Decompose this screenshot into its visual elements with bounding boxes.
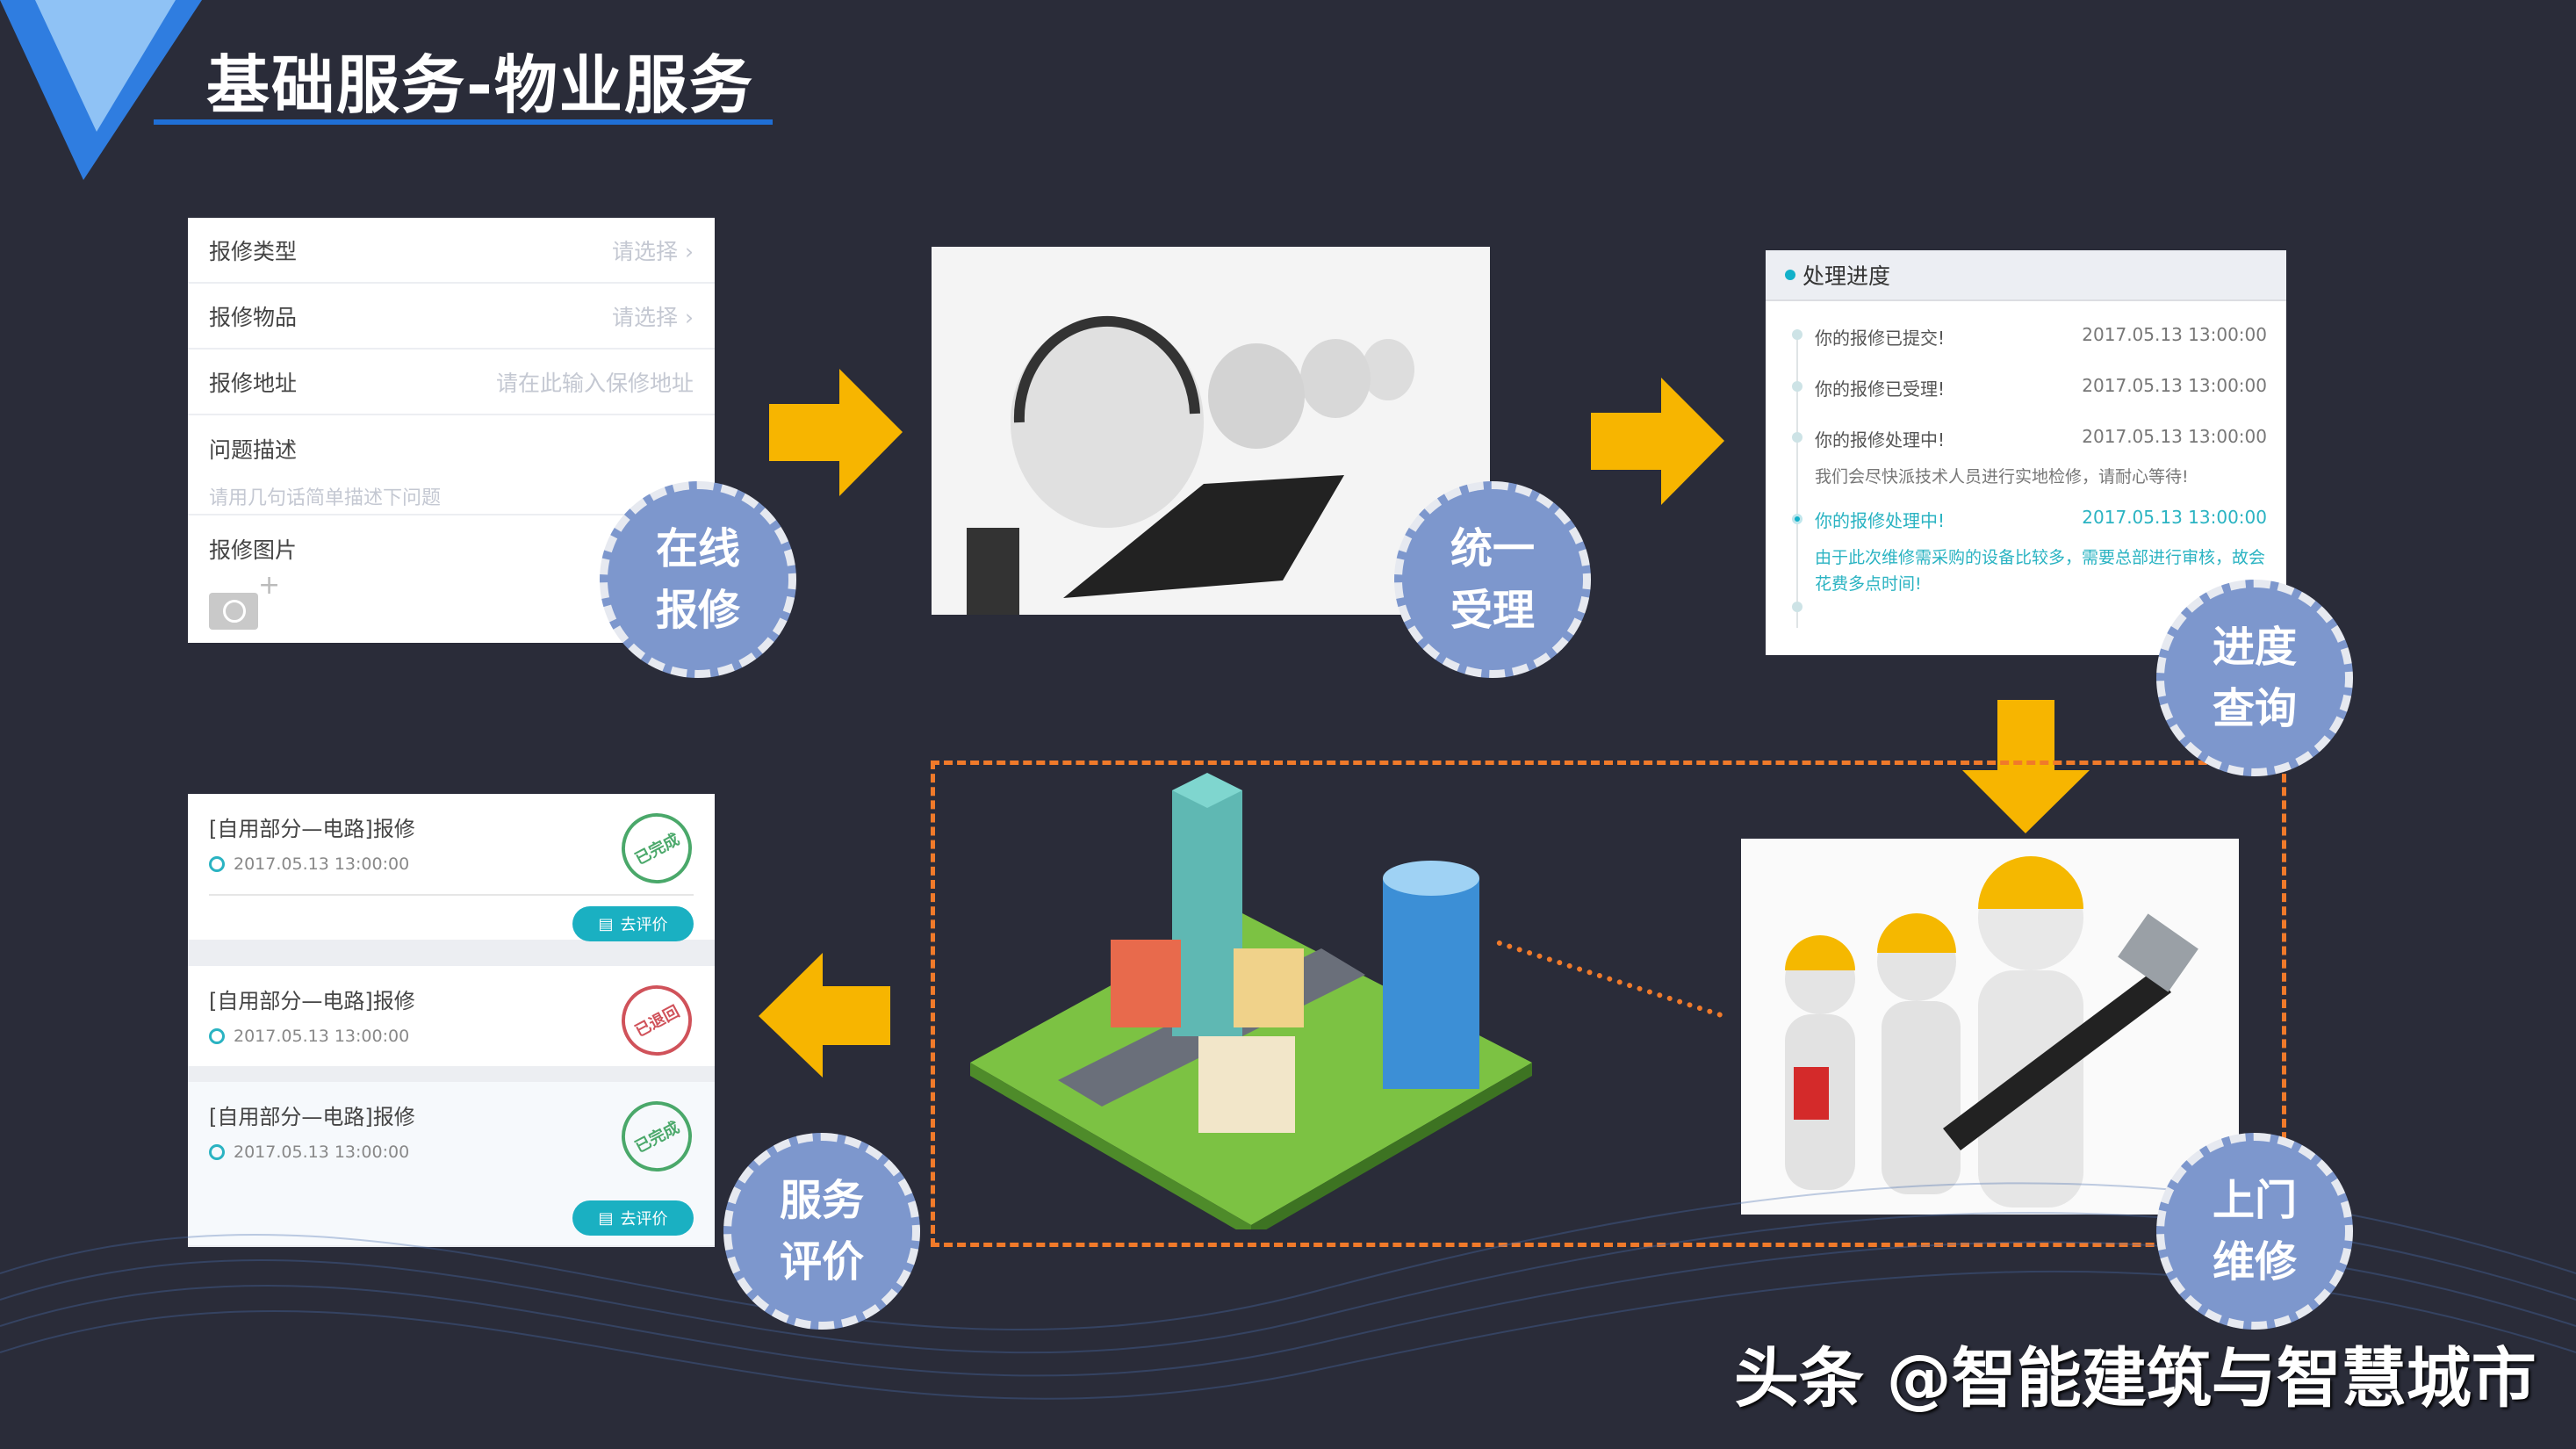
badge-line: 在线 — [655, 524, 740, 573]
item-text: 你的报修处理中! — [1815, 510, 1946, 531]
badge-line: 服务 — [779, 1176, 864, 1225]
divider — [209, 894, 694, 896]
progress-panel: 处理进度 你的报修已提交! 2017.05.13 13:00:00 你的报修已受理… — [1766, 250, 2286, 655]
timeline-node-active — [1792, 514, 1802, 524]
order-time: 2017.05.13 13:00:00 — [209, 1027, 694, 1046]
badge-line: 评价 — [779, 1237, 864, 1287]
review-button[interactable]: ▤ 去评价 — [572, 906, 694, 941]
order-time-text: 2017.05.13 13:00:00 — [234, 1027, 410, 1046]
desc-placeholder: 请用几句话简单描述下问题 — [209, 487, 442, 509]
badge-line: 查询 — [2212, 684, 2297, 733]
badge-service-review: 服务评价 — [723, 1133, 920, 1330]
order-title: [自用部分—电路]报修 — [209, 1105, 415, 1129]
row-label: 报修物品 — [209, 304, 298, 330]
row-value: 请选择 › — [612, 238, 694, 264]
badge-line: 受理 — [1450, 586, 1535, 635]
clock-icon — [209, 1028, 225, 1044]
watermark: 头条 @智能建筑与智慧城市 — [1734, 1341, 2536, 1417]
order-time-text: 2017.05.13 13:00:00 — [234, 854, 410, 874]
badge-line: 上门 — [2212, 1176, 2297, 1225]
order-title: [自用部分—电路]报修 — [209, 817, 415, 841]
orders-panel: [自用部分—电路]报修 2017.05.13 13:00:00 已完成 ▤去评价… — [188, 794, 715, 1247]
timeline-node — [1792, 602, 1802, 612]
row-label: 报修类型 — [209, 238, 298, 264]
title-underline — [154, 119, 773, 125]
timeline-line — [1796, 329, 1798, 628]
order-time-text: 2017.05.13 13:00:00 — [234, 1143, 410, 1162]
item-text: 你的报修已受理! — [1815, 378, 1946, 400]
logo-triangle-icon — [0, 0, 202, 180]
progress-item: 你的报修处理中! 2017.05.13 13:00:00 我们会尽快派技术人员进行实… — [1815, 426, 2267, 490]
workers-image — [1741, 839, 2239, 1215]
item-detail: 由于此次维修需采购的设备比较多，需要总部进行审核，故会花费多点时间! — [1815, 548, 2266, 594]
clock-icon — [209, 1144, 225, 1160]
timeline-node — [1792, 381, 1802, 392]
item-detail: 我们会尽快派技术人员进行实地检修，请耐心等待! — [1815, 467, 2189, 487]
clock-icon — [209, 856, 225, 872]
order-card[interactable]: [自用部分—电路]报修 2017.05.13 13:00:00 已完成 ▤去评价 — [188, 1082, 715, 1247]
row-value: 请选择 › — [612, 304, 694, 330]
item-text: 你的报修已提交! — [1815, 328, 1946, 349]
row-value-text: 请选择 — [612, 238, 679, 264]
form-row-address[interactable]: 报修地址 请在此输入保修地址 — [188, 350, 715, 415]
item-time: 2017.05.13 13:00:00 — [2082, 426, 2267, 447]
badge-line: 统一 — [1450, 524, 1535, 573]
row-value-text: 请选择 — [612, 304, 679, 330]
progress-item-active: 你的报修处理中! 2017.05.13 13:00:00 由于此次维修需采购的设备比… — [1815, 507, 2267, 597]
photo-field: 报修图片 + — [188, 515, 715, 651]
badge-online-repair: 在线报修 — [600, 481, 796, 678]
header-dot-icon — [1785, 270, 1795, 280]
order-time: 2017.05.13 13:00:00 — [209, 854, 694, 874]
camera-add-icon[interactable]: + — [209, 570, 280, 633]
photo-label: 报修图片 — [209, 537, 298, 563]
item-text: 你的报修处理中! — [1815, 429, 1946, 451]
form-row-type[interactable]: 报修类型 请选择 › — [188, 218, 715, 284]
page-title: 基础服务-物业服务 — [206, 48, 754, 122]
order-card[interactable]: [自用部分—电路]报修 2017.05.13 13:00:00 已退回 — [188, 966, 715, 1078]
review-button[interactable]: ▤ 去评价 — [572, 1200, 694, 1236]
order-time: 2017.05.13 13:00:00 — [209, 1143, 694, 1162]
city-illustration — [970, 773, 1532, 1229]
order-card[interactable]: [自用部分—电路]报修 2017.05.13 13:00:00 已完成 ▤去评价 — [188, 794, 715, 952]
badge-line: 进度 — [2212, 623, 2297, 672]
badge-progress-query: 进度查询 — [2156, 580, 2353, 776]
badge-unified-accept: 统一受理 — [1394, 481, 1591, 678]
desc-field[interactable]: 问题描述 请用几句话简单描述下问题 — [188, 415, 715, 515]
timeline-node — [1792, 329, 1802, 340]
item-time: 2017.05.13 13:00:00 — [2082, 324, 2267, 345]
review-button-label: 去评价 — [620, 916, 668, 934]
badge-line: 报修 — [655, 586, 740, 635]
progress-title: 处理进度 — [1802, 263, 1891, 289]
item-time: 2017.05.13 13:00:00 — [2082, 375, 2267, 396]
form-row-item[interactable]: 报修物品 请选择 › — [188, 284, 715, 350]
review-button-label: 去评价 — [620, 1210, 668, 1229]
desc-label: 问题描述 — [209, 437, 298, 463]
order-title: [自用部分—电路]报修 — [209, 989, 415, 1013]
progress-item: 你的报修已提交! 2017.05.13 13:00:00 — [1815, 324, 2267, 350]
progress-item: 你的报修已受理! 2017.05.13 13:00:00 — [1815, 375, 2267, 400]
timeline-node — [1792, 432, 1802, 443]
dashed-frame — [931, 761, 2286, 1247]
progress-header: 处理进度 — [1766, 250, 2286, 301]
repair-form-panel: 报修类型请选择 › 报修物品请选择 › 报修地址请在此输入保修地址 问题描述 请… — [188, 218, 715, 643]
address-placeholder: 请在此输入保修地址 — [495, 370, 694, 396]
row-label: 报修地址 — [209, 370, 298, 396]
item-time: 2017.05.13 13:00:00 — [2082, 507, 2267, 528]
badge-onsite-repair: 上门维修 — [2156, 1133, 2353, 1330]
comment-icon: ▤ — [598, 1208, 614, 1228]
badge-line: 维修 — [2212, 1237, 2297, 1287]
comment-icon: ▤ — [598, 914, 614, 934]
